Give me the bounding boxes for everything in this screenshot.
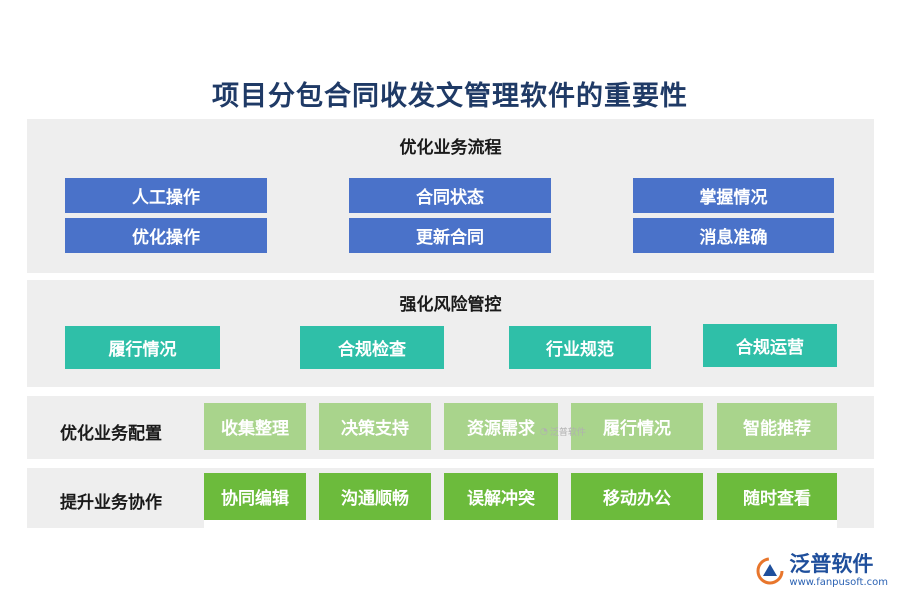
watermark-text: 泛普软件 [549,428,586,438]
box-compliance-operation: 合规运营 [703,324,837,367]
box-decision-support: 决策支持 [319,403,431,450]
box-misunderstanding-conflict: 误解冲突 [444,473,558,520]
box-compliance-check: 合规检查 [300,326,444,369]
brand-logo: 泛普软件 www.fanpusoft.com [755,554,888,588]
box-view-anytime: 随时查看 [717,473,837,520]
box-smooth-communication: 沟通顺畅 [319,473,431,520]
fanpu-logo-icon [756,557,784,585]
logo-name: 泛普软件 [789,552,874,576]
box-collect-organize: 收集整理 [204,403,306,450]
watermark-icon: ◔ [540,426,548,437]
panel-title-optimize-process: 优化业务流程 [399,138,502,158]
box-industry-standard: 行业规范 [509,326,651,369]
box-resource-demand: 资源需求 [444,403,558,450]
label-business-collab: 提升业务协作 [60,493,162,513]
box-manual-operation: 人工操作 [65,178,267,213]
box-performance-2: 履行情况 [571,403,703,450]
label-business-config: 优化业务配置 [60,424,162,444]
box-mobile-office: 移动办公 [571,473,703,520]
box-collab-edit: 协同编辑 [204,473,306,520]
box-smart-recommend: 智能推荐 [717,403,837,450]
box-performance: 履行情况 [65,326,220,369]
panel-title-risk-control: 强化风险管控 [399,295,502,315]
logo-url: www.fanpusoft.com [789,577,888,588]
box-accurate-message: 消息准确 [633,218,834,253]
box-contract-status: 合同状态 [349,178,551,213]
watermark: ◔ 泛普软件 [540,425,586,439]
box-optimize-operation: 优化操作 [65,218,267,253]
panel-divider-strip [204,520,837,528]
box-update-contract: 更新合同 [349,218,551,253]
box-grasp-situation: 掌握情况 [633,178,834,213]
page-title: 项目分包合同收发文管理软件的重要性 [212,81,688,112]
